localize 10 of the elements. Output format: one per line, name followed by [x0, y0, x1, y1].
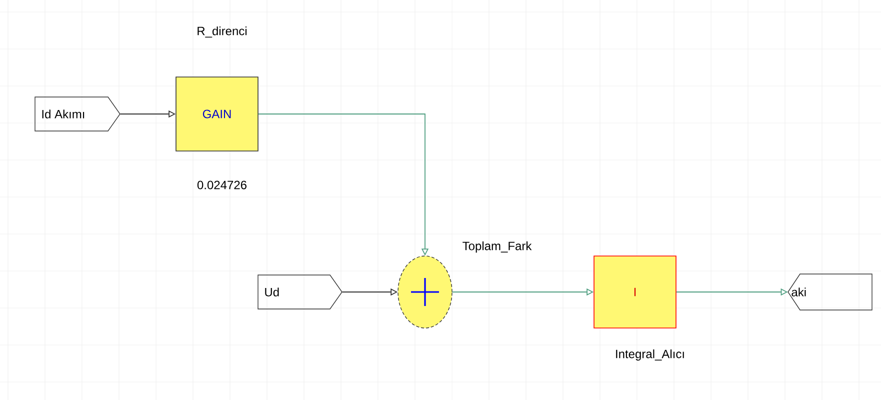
gain-block: GAIN	[176, 76, 258, 152]
input-tag: Id Akımı	[34, 96, 120, 132]
block-label: 0.024726	[197, 180, 246, 190]
block-label: R_direnci	[198, 26, 247, 38]
output-tag: aki	[788, 274, 872, 310]
block-label: Integral_Alıcı	[616, 349, 684, 361]
block-label: Toplam_Fark	[462, 241, 532, 253]
sum-circle	[398, 256, 452, 328]
input-tag: Ud	[258, 274, 342, 310]
integrator-block: I	[594, 256, 676, 328]
